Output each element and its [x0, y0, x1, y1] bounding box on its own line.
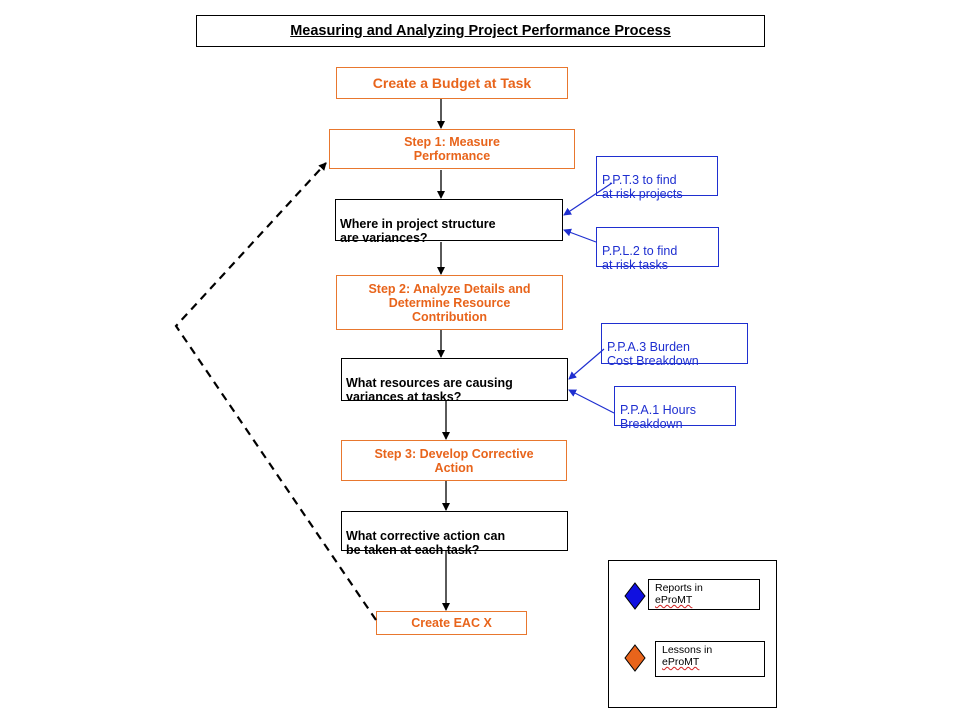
diagram-title: Measuring and Analyzing Project Performa… [290, 23, 671, 39]
node-question-2-label: What resources are causing variances at … [346, 376, 513, 404]
node-create-eac: Create EAC X [376, 611, 527, 635]
node-step1-label: Step 1: Measure Performance [404, 135, 500, 163]
node-create-budget-label: Create a Budget at Task [372, 75, 532, 91]
arrow-ppa3-to-q2 [568, 348, 605, 380]
diagram-title-box: Measuring and Analyzing Project Performa… [196, 15, 765, 47]
node-question-3: What corrective action can be taken at e… [341, 511, 568, 557]
report-ppa3: P.P.A.3 Burden Cost Breakdown [601, 323, 748, 368]
node-step2: Step 2: Analyze Details and Determine Re… [336, 275, 563, 330]
legend-lessons-app: eProMT [662, 656, 700, 668]
node-step3: Step 3: Develop Corrective Action [341, 440, 567, 481]
legend-reports-diamond-icon [624, 582, 646, 610]
legend-lessons-item: Lessons in eProMT [655, 641, 765, 677]
report-ppa3-label: P.P.A.3 Burden Cost Breakdown [607, 340, 699, 368]
legend-reports-app: eProMT [655, 594, 693, 606]
arrow-ppl2-to-q1 [563, 228, 597, 243]
report-ppa1-label: P.P.A.1 Hours Breakdown [620, 403, 696, 431]
arrow-ppa1-to-q2 [568, 389, 615, 414]
node-step3-label: Step 3: Develop Corrective Action [374, 446, 534, 475]
node-question-3-label: What corrective action can be taken at e… [346, 529, 506, 557]
node-question-1: Where in project structure are variances… [335, 199, 563, 245]
node-step2-label: Step 2: Analyze Details and Determine Re… [368, 281, 531, 324]
legend-reports-item: Reports in eProMT [648, 579, 760, 610]
feedback-loop-dashed [174, 162, 377, 621]
report-ppl2: P.P.L.2 to find at risk tasks [596, 227, 719, 272]
node-question-1-label: Where in project structure are variances… [340, 217, 496, 245]
report-ppl2-label: P.P.L.2 to find at risk tasks [602, 244, 678, 272]
arrow-ppt3-to-q1 [563, 182, 613, 216]
node-question-2: What resources are causing variances at … [341, 358, 568, 404]
legend-reports-label: Reports in [655, 582, 703, 594]
node-step1: Step 1: Measure Performance [329, 129, 575, 169]
legend-lessons-label: Lessons in [662, 644, 713, 656]
node-create-eac-label: Create EAC X [411, 616, 492, 630]
report-ppt3: P.P.T.3 to find at risk projects [596, 156, 718, 201]
legend-lessons-diamond-icon [624, 644, 646, 672]
node-create-budget: Create a Budget at Task [336, 67, 568, 99]
report-ppa1: P.P.A.1 Hours Breakdown [614, 386, 736, 431]
